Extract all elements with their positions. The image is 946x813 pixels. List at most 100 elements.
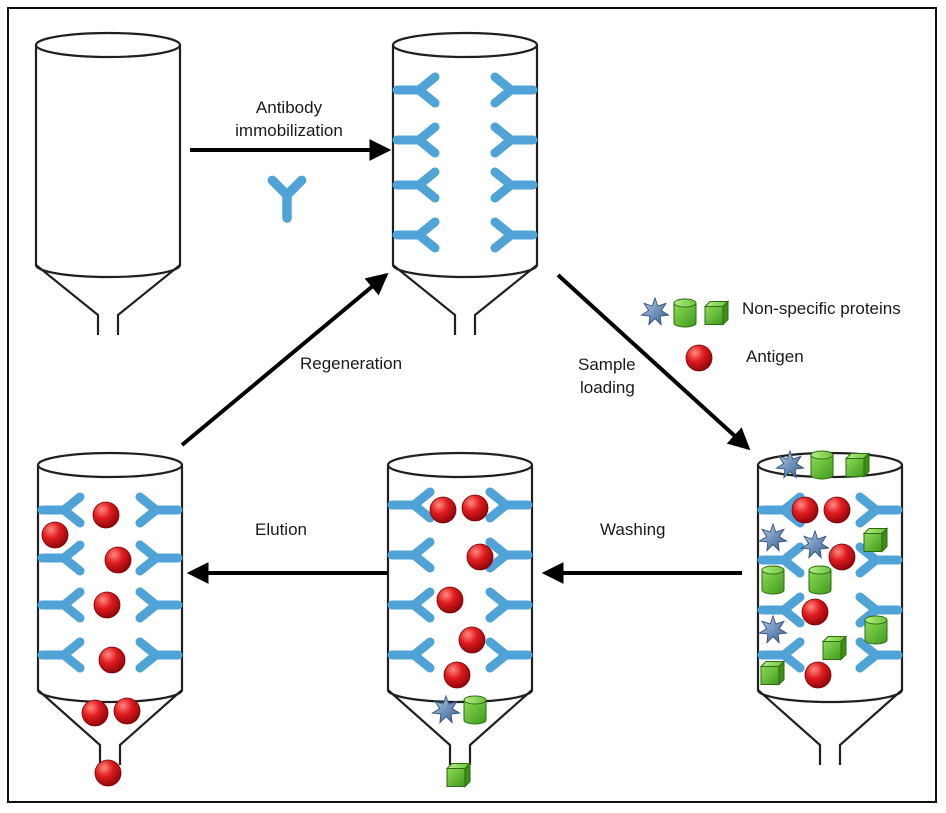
- antigen-icon: [461, 494, 489, 522]
- star-protein-icon: [800, 529, 830, 559]
- antibody-icon: [37, 492, 85, 528]
- label-sample-loading-line2: loading: [580, 378, 635, 397]
- antibody-icon: [37, 587, 85, 623]
- star-protein-icon: [775, 449, 805, 479]
- antibody-icon: [392, 72, 440, 108]
- cube-protein-icon: [445, 762, 472, 788]
- arrow-sample-loading: [556, 273, 751, 451]
- column-bottom-rim: [34, 264, 182, 279]
- antibody-icon: [135, 637, 183, 673]
- star-protein-icon: [758, 522, 788, 552]
- column-wall: [386, 465, 534, 765]
- antibody-icon: [387, 587, 435, 623]
- antibody-icon: [387, 487, 435, 523]
- column-bottom-rim: [391, 264, 539, 279]
- antigen-icon: [828, 543, 856, 571]
- antigen-icon: [81, 699, 109, 727]
- antibody-icon: [485, 537, 533, 573]
- antibody-icon: [37, 540, 85, 576]
- antibody-icon: [757, 542, 805, 578]
- label-elution: Elution: [255, 520, 307, 539]
- antigen-icon: [685, 344, 713, 372]
- column-wall: [34, 45, 182, 335]
- antibody-icon: [267, 175, 307, 223]
- antibody-icon: [757, 637, 805, 673]
- antigen-icon: [94, 759, 122, 787]
- antibody-icon: [855, 492, 903, 528]
- star-protein-icon: [758, 614, 788, 644]
- label-immobilization-line1: Antibody: [256, 98, 323, 117]
- label-sample-loading-line1: Sample: [578, 355, 636, 374]
- antibody-icon: [135, 540, 183, 576]
- antibody-icon: [490, 122, 538, 158]
- antigen-icon: [113, 697, 141, 725]
- antigen-icon: [823, 496, 851, 524]
- cube-protein-icon: [862, 527, 889, 553]
- antibody-icon: [855, 542, 903, 578]
- antigen-icon: [801, 598, 829, 626]
- antigen-icon: [458, 626, 486, 654]
- antibody-icon: [757, 592, 805, 628]
- antibody-icon: [392, 122, 440, 158]
- column-antibody-immobilized: [391, 31, 539, 335]
- legend-nonspecific-proteins: [640, 296, 730, 328]
- column-washed: [386, 451, 534, 788]
- cube-protein-icon: [844, 452, 871, 478]
- column-wall: [756, 465, 904, 765]
- antigen-icon: [429, 496, 457, 524]
- label-regeneration: Regeneration: [300, 354, 402, 373]
- column-sample-loaded: [756, 449, 904, 765]
- cylinder-protein-icon: [864, 615, 888, 645]
- label-immobilization-line2: immobilization: [235, 121, 343, 140]
- column-top-rim: [36, 451, 184, 479]
- antigen-icon: [41, 521, 69, 549]
- column-bottom-rim: [36, 689, 184, 704]
- star-protein-icon: [431, 694, 461, 724]
- column-wall: [36, 465, 184, 765]
- label-washing: Washing: [600, 520, 666, 539]
- cylinder-protein-icon: [761, 565, 785, 595]
- column-bottom-rim: [756, 689, 904, 704]
- antigen-icon: [804, 661, 832, 689]
- legend-antigen-label: Antigen: [746, 347, 804, 366]
- antigen-icon: [92, 501, 120, 529]
- antibody-icon: [485, 487, 533, 523]
- column-top-rim: [34, 31, 182, 59]
- antibody-icon: [855, 592, 903, 628]
- star-protein-icon: [640, 296, 670, 326]
- arrow-regeneration: [180, 272, 389, 447]
- antibody-icon: [387, 537, 435, 573]
- antibody-icon: [855, 637, 903, 673]
- antibody-icon: [267, 175, 307, 223]
- antigen-icon: [436, 586, 464, 614]
- cube-protein-icon: [821, 635, 848, 661]
- antigen-icon: [443, 661, 471, 689]
- cylinder-protein-icon: [673, 298, 697, 328]
- legend-nonspecific-label: Non-specific proteins: [742, 299, 901, 318]
- column-empty: [34, 31, 182, 335]
- antibody-icon: [37, 637, 85, 673]
- column-top-rim: [386, 451, 534, 479]
- antibody-icon: [392, 167, 440, 203]
- antibody-icon: [392, 217, 440, 253]
- antibody-icon: [485, 587, 533, 623]
- antibody-icon: [490, 217, 538, 253]
- figure-border: [7, 7, 937, 803]
- antigen-icon: [466, 543, 494, 571]
- cylinder-protein-icon: [463, 695, 487, 725]
- antibody-icon: [387, 637, 435, 673]
- column-wall: [391, 45, 539, 335]
- column-top-rim: [391, 31, 539, 59]
- antigen-icon: [104, 546, 132, 574]
- cube-protein-icon: [759, 660, 786, 686]
- legend-antigen: [685, 344, 713, 372]
- cylinder-protein-icon: [810, 450, 834, 480]
- antigen-icon: [93, 591, 121, 619]
- antibody-icon: [485, 637, 533, 673]
- cube-protein-icon: [703, 300, 730, 326]
- antibody-icon: [135, 492, 183, 528]
- antibody-icon: [490, 167, 538, 203]
- antigen-icon: [98, 646, 126, 674]
- column-eluted: [36, 451, 184, 787]
